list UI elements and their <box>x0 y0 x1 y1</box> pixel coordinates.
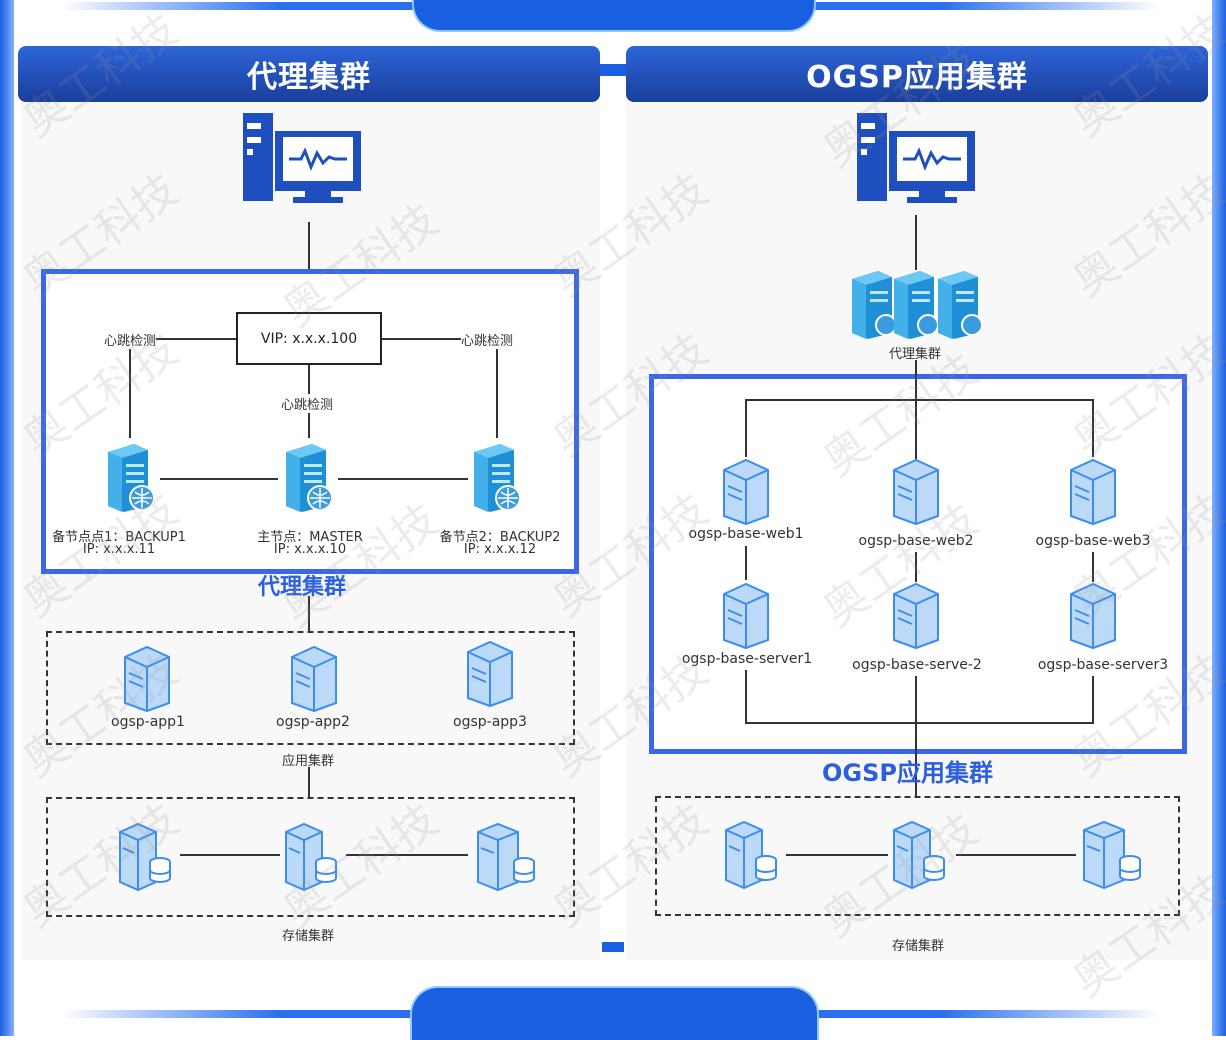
left-header-title: 代理集群 <box>247 60 371 95</box>
app-server-icon <box>291 645 337 713</box>
database-server-icon <box>725 820 777 890</box>
link-line <box>745 670 747 724</box>
monitor-icon <box>243 113 361 203</box>
left-header: 代理集群 <box>18 46 600 102</box>
storage-cluster-label: 存储集群 <box>282 929 335 944</box>
frame-left-edge <box>0 0 14 1036</box>
link-line <box>308 596 310 632</box>
node-ip: IP: x.x.x.12 <box>463 542 537 557</box>
server-node-label: ogsp-base-serve-2 <box>842 657 992 673</box>
web-node-label: ogsp-base-web1 <box>676 526 816 542</box>
database-server-icon <box>119 822 171 892</box>
database-server-icon <box>1083 820 1141 890</box>
link-line <box>308 222 310 312</box>
web-server-icon <box>1070 458 1116 526</box>
web-server-icon <box>893 458 939 526</box>
server-node-label: ogsp-base-server1 <box>672 651 822 667</box>
web-node-label: ogsp-base-web3 <box>1023 533 1163 549</box>
node-name: 备节点2：BACKUP2 <box>439 530 561 545</box>
proxy-servers-icon <box>852 271 983 339</box>
database-server-icon <box>893 820 945 890</box>
server-icon <box>286 444 333 512</box>
ogsp-cluster-title: OGSP应用集群 <box>822 759 993 787</box>
database-server-icon <box>285 822 337 892</box>
base-server-icon <box>893 582 939 650</box>
link-line <box>745 546 747 580</box>
heartbeat-label: 心跳检测 <box>281 394 334 413</box>
right-header: OGSP应用集群 <box>626 46 1208 102</box>
link-line <box>496 338 498 438</box>
app-label: ogsp-app1 <box>111 714 185 730</box>
proxy-cluster-title: 代理集群 <box>258 575 347 600</box>
storage-cluster-box <box>46 797 575 917</box>
server-icon <box>108 444 155 512</box>
frame-right-edge <box>1212 0 1226 1036</box>
link-line <box>745 399 747 457</box>
link-line <box>1092 676 1094 724</box>
monitor-icon <box>857 113 975 203</box>
link-line <box>745 399 1094 401</box>
node-name: 备节点点1：BACKUP1 <box>52 530 186 545</box>
ogsp-cluster-box <box>649 374 1187 754</box>
app-label: ogsp-app2 <box>276 714 350 730</box>
link-line <box>956 854 1076 856</box>
header-connector <box>600 64 626 76</box>
app-label: ogsp-app3 <box>453 714 527 730</box>
heartbeat-label: 心跳检测 <box>104 330 157 349</box>
storage-cluster-box <box>655 796 1180 916</box>
link-line <box>180 854 280 856</box>
bottom-connector <box>602 942 624 952</box>
app-server-icon <box>124 645 170 713</box>
vip-box: VIP: x.x.x.100 <box>236 312 382 365</box>
node-name: 主节点：MASTER <box>257 530 363 545</box>
link-line <box>915 215 917 270</box>
link-line <box>338 478 468 480</box>
link-line <box>915 676 917 798</box>
link-line <box>380 338 498 340</box>
storage-cluster-label: 存储集群 <box>892 939 945 954</box>
link-line <box>129 338 237 340</box>
link-line <box>745 722 1094 724</box>
base-server-icon <box>723 582 769 650</box>
link-line <box>915 360 917 460</box>
right-header-title: OGSP应用集群 <box>806 60 1028 95</box>
app-cluster-label: 应用集群 <box>282 754 335 769</box>
link-line <box>346 854 468 856</box>
link-line <box>915 552 917 582</box>
link-line <box>1092 399 1094 457</box>
proxy-cluster-label: 代理集群 <box>889 347 942 362</box>
node-ip: IP: x.x.x.11 <box>82 542 156 557</box>
link-line <box>129 338 131 438</box>
link-line <box>160 478 278 480</box>
database-server-icon <box>477 822 535 892</box>
base-server-icon <box>1070 582 1116 650</box>
web-node-label: ogsp-base-web2 <box>846 533 986 549</box>
heartbeat-label: 心跳检测 <box>461 330 514 349</box>
node-ip: IP: x.x.x.10 <box>273 542 347 557</box>
app-cluster-box <box>46 631 575 745</box>
link-line <box>1092 552 1094 582</box>
frame-bottom-tab <box>410 986 819 1040</box>
server-node-label: ogsp-base-server3 <box>1028 657 1178 673</box>
frame-top-tab <box>412 0 816 32</box>
link-line <box>308 767 310 798</box>
vip-label: VIP: x.x.x.100 <box>260 330 358 347</box>
server-icon <box>474 444 521 512</box>
app-server-icon <box>467 640 513 708</box>
link-line <box>786 854 888 856</box>
web-server-icon <box>723 458 769 526</box>
